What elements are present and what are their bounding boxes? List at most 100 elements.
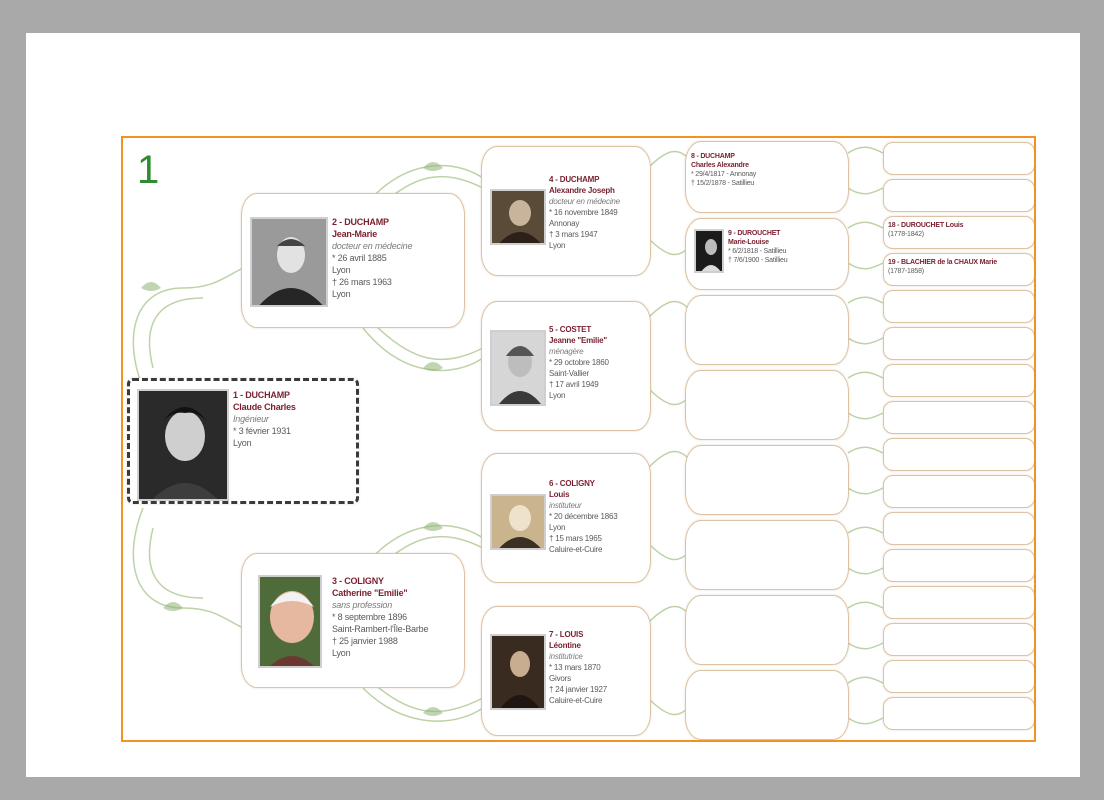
- empty-person-card[interactable]: [883, 142, 1034, 175]
- person-given-names: Charles Alexandre: [691, 162, 749, 169]
- person-photo-3[interactable]: [258, 575, 322, 668]
- birth-place: Lyon: [332, 265, 351, 275]
- person-name: 8 - DUCHAMP: [691, 153, 735, 160]
- person-occupation: ménagère: [549, 347, 584, 356]
- person-occupation: Ingénieur: [233, 414, 269, 424]
- empty-person-card[interactable]: [883, 623, 1034, 656]
- death-place: Lyon: [549, 391, 566, 400]
- empty-person-card[interactable]: [883, 364, 1034, 397]
- person-card-1[interactable]: 1 - DUCHAMP Claude Charles Ingénieur * 3…: [127, 378, 359, 504]
- person-given-names: Léontine: [549, 641, 581, 650]
- empty-person-card[interactable]: [883, 401, 1034, 434]
- death-place: Lyon: [332, 648, 351, 658]
- birth-date: * 26 avril 1885: [332, 253, 387, 263]
- person-card-6[interactable]: 6 - COLIGNY Louis instituteur * 20 décem…: [481, 453, 651, 583]
- person-card-2[interactable]: 2 - DUCHAMP Jean-Marie docteur en médeci…: [241, 193, 465, 328]
- empty-person-card[interactable]: [685, 370, 849, 440]
- person-card-18[interactable]: 18 - DUROUCHET Louis (1778-1842): [883, 216, 1034, 249]
- person-photo-6[interactable]: [490, 494, 546, 550]
- person-card-8[interactable]: 8 - DUCHAMP Charles Alexandre * 29/4/181…: [685, 141, 849, 213]
- death-date: † 17 avril 1949: [549, 380, 599, 389]
- empty-person-card[interactable]: [883, 475, 1034, 508]
- empty-person-card[interactable]: [883, 438, 1034, 471]
- death-date: † 25 janvier 1988: [332, 636, 398, 646]
- person-info-9: 9 - DUROUCHET Marie-Louise * 6/2/1818 - …: [728, 229, 788, 265]
- person-name: 18 - DUROUCHET Louis: [888, 222, 964, 229]
- birth-place: Givors: [549, 674, 571, 683]
- person-given-names: Catherine "Emilie": [332, 588, 408, 598]
- person-photo-2[interactable]: [250, 217, 328, 307]
- empty-person-card[interactable]: [883, 660, 1034, 693]
- death-date: † 15/2/1878 - Satillieu: [691, 180, 755, 187]
- person-occupation: instituteur: [549, 501, 582, 510]
- person-photo-4[interactable]: [490, 189, 546, 245]
- birth-place: Saint-Rambert-l'Île-Barbe: [332, 624, 429, 634]
- portrait-image: [492, 191, 544, 243]
- person-name: 1 - DUCHAMP: [233, 390, 290, 400]
- portrait-image: [260, 577, 320, 666]
- death-date: † 15 mars 1965: [549, 534, 602, 543]
- person-card-4[interactable]: 4 - DUCHAMP Alexandre Joseph docteur en …: [481, 146, 651, 276]
- empty-person-card[interactable]: [685, 295, 849, 365]
- person-given-names: Jeanne "Emilie": [549, 336, 607, 345]
- empty-person-card[interactable]: [883, 290, 1034, 323]
- empty-person-card[interactable]: [685, 520, 849, 590]
- empty-person-card[interactable]: [883, 179, 1034, 212]
- death-date: † 26 mars 1963: [332, 277, 392, 287]
- person-occupation: docteur en médecine: [332, 241, 413, 251]
- empty-person-card[interactable]: [685, 595, 849, 665]
- empty-person-card[interactable]: [685, 670, 849, 740]
- person-given-names: Marie-Louise: [728, 239, 769, 246]
- portrait-image: [492, 636, 544, 708]
- person-name: 2 - DUCHAMP: [332, 217, 389, 227]
- empty-person-card[interactable]: [883, 512, 1034, 545]
- empty-person-card[interactable]: [685, 445, 849, 515]
- person-info-5: 5 - COSTET Jeanne "Emilie" ménagère * 29…: [549, 324, 609, 401]
- person-card-3[interactable]: 3 - COLIGNY Catherine "Emilie" sans prof…: [241, 553, 465, 688]
- person-card-7[interactable]: 7 - LOUIS Léontine institutrice * 13 mar…: [481, 606, 651, 736]
- death-place: Lyon: [332, 289, 351, 299]
- printed-page: 1 1 - DUCHAMP Claude Charles Ingénieur *…: [26, 33, 1080, 777]
- empty-person-card[interactable]: [883, 697, 1034, 730]
- birth-place: Lyon: [233, 438, 252, 448]
- person-card-5[interactable]: 5 - COSTET Jeanne "Emilie" ménagère * 29…: [481, 301, 651, 431]
- person-given-names: Jean-Marie: [332, 229, 378, 239]
- person-photo-5[interactable]: [490, 330, 546, 406]
- death-place: Caluire-et-Cuire: [549, 696, 603, 705]
- empty-person-card[interactable]: [883, 586, 1034, 619]
- portrait-image: [139, 391, 227, 499]
- person-photo-7[interactable]: [490, 634, 546, 710]
- person-card-9[interactable]: 9 - DUROUCHET Marie-Louise * 6/2/1818 - …: [685, 218, 849, 290]
- person-name: 3 - COLIGNY: [332, 576, 384, 586]
- birth-place: Saint-Vallier: [549, 369, 589, 378]
- birth-date: * 8 septembre 1896: [332, 612, 407, 622]
- portrait-image: [492, 332, 544, 404]
- person-given-names: Louis: [549, 490, 570, 499]
- death-place: Lyon: [549, 241, 566, 250]
- person-card-19[interactable]: 19 - BLACHIER de la CHAUX Marie (1787-18…: [883, 253, 1034, 286]
- portrait-image: [492, 496, 544, 548]
- life-dates: (1778-1842): [888, 231, 924, 238]
- person-photo-9[interactable]: [694, 229, 724, 273]
- tree-frame: 1 1 - DUCHAMP Claude Charles Ingénieur *…: [121, 136, 1036, 742]
- empty-person-card[interactable]: [883, 327, 1034, 360]
- page-number: 1: [137, 148, 160, 192]
- birth-place: Annonay: [549, 219, 580, 228]
- birth-date: * 16 novembre 1849: [549, 208, 618, 217]
- birth-date: * 20 décembre 1863: [549, 512, 618, 521]
- person-name: 6 - COLIGNY: [549, 479, 595, 488]
- person-info-8: 8 - DUCHAMP Charles Alexandre * 29/4/181…: [691, 152, 756, 188]
- death-date: † 3 mars 1947: [549, 230, 598, 239]
- birth-date: * 6/2/1818 - Satillieu: [728, 248, 787, 255]
- birth-date: * 29/4/1817 - Annonay: [691, 171, 757, 178]
- person-occupation: docteur en médecine: [549, 197, 620, 206]
- empty-person-card[interactable]: [883, 549, 1034, 582]
- person-info-19: 19 - BLACHIER de la CHAUX Marie (1787-18…: [888, 258, 997, 276]
- death-place: Caluire-et-Cuire: [549, 545, 603, 554]
- birth-place: Lyon: [549, 523, 566, 532]
- person-occupation: sans profession: [332, 600, 393, 610]
- person-name: 5 - COSTET: [549, 325, 592, 334]
- portrait-image: [252, 219, 326, 305]
- person-photo-1[interactable]: [137, 389, 229, 501]
- birth-date: * 3 février 1931: [233, 426, 291, 436]
